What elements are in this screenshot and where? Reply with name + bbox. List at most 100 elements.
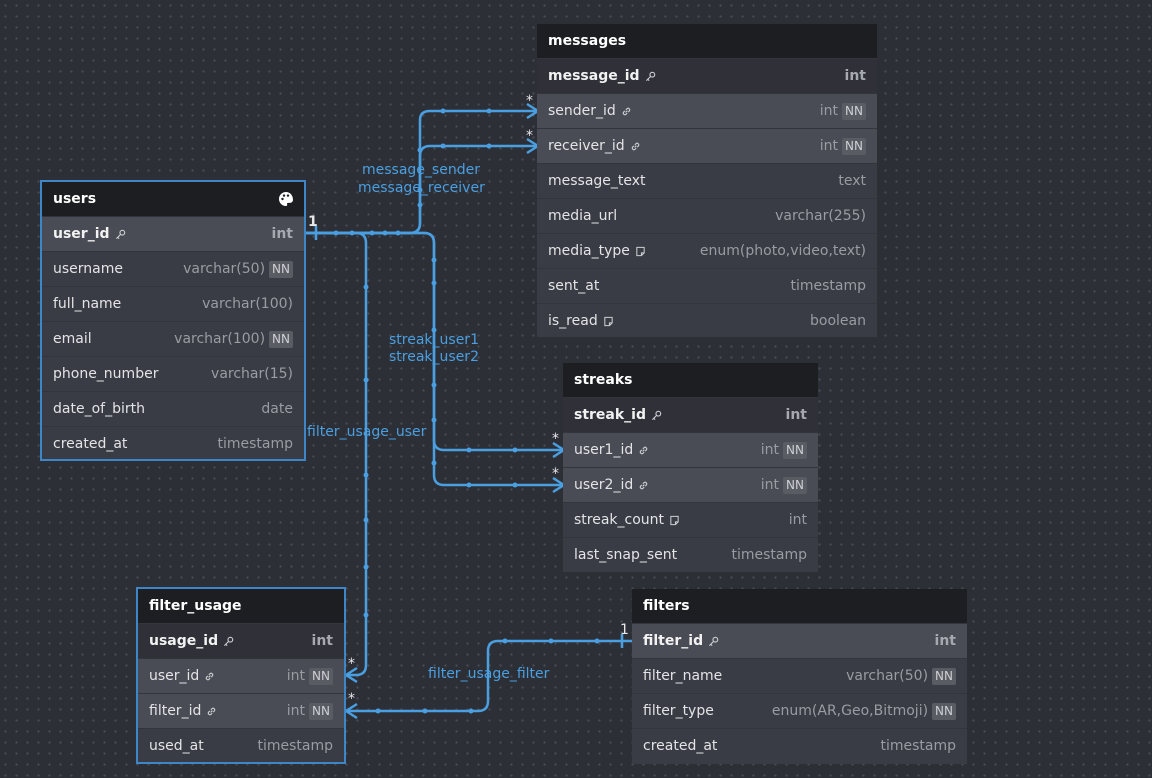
note-icon	[604, 316, 613, 326]
column-row-created_at[interactable]: created_at timestamp	[632, 728, 967, 763]
column-type: int	[286, 668, 306, 684]
table-title: streaks	[574, 372, 633, 388]
relation-label-streak-user2[interactable]: streak_user2	[389, 349, 479, 365]
column-row-user_id[interactable]: user_id int	[42, 216, 304, 251]
column-row-streak_count[interactable]: streak_count int	[563, 502, 818, 537]
relation-label-filter-usage-filter[interactable]: filter_usage_filter	[428, 666, 550, 682]
column-name: receiver_id	[548, 138, 625, 154]
column-row-full_name[interactable]: full_name varchar(100)	[42, 286, 304, 321]
column-row-usage_id[interactable]: usage_id int	[138, 623, 344, 658]
column-name: media_url	[548, 208, 618, 224]
column-row-filter_id[interactable]: filter_id int	[632, 623, 967, 658]
column-name: user2_id	[574, 477, 634, 493]
column-name: media_type	[548, 243, 630, 259]
cardinality-many-receiver: *	[526, 128, 533, 144]
link-icon	[631, 142, 639, 150]
key-icon	[652, 410, 662, 420]
column-name: sender_id	[548, 103, 616, 119]
column-name: email	[53, 331, 92, 347]
column-type: timestamp	[731, 547, 807, 563]
relation-label-filter-usage-user[interactable]: filter_usage_user	[307, 424, 427, 440]
column-type: timestamp	[257, 738, 333, 754]
table-header-users[interactable]: users	[42, 182, 304, 216]
relation-label-message-receiver[interactable]: message_receiver	[358, 180, 485, 196]
table-title: filter_usage	[149, 598, 242, 614]
column-type: int	[788, 512, 807, 528]
link-icon	[639, 481, 648, 489]
column-name: sent_at	[548, 278, 600, 294]
not-null-badge: NN	[783, 441, 807, 459]
column-name: usage_id	[149, 633, 219, 649]
column-type: int	[785, 407, 807, 423]
column-name: message_id	[548, 68, 640, 84]
column-type: timestamp	[790, 278, 866, 294]
table-title: users	[53, 191, 97, 207]
column-type: int	[760, 442, 780, 458]
cardinality-many-fu-user: *	[348, 656, 355, 672]
table-header-messages[interactable]: messages	[537, 24, 877, 58]
column-name: streak_count	[574, 512, 665, 528]
column-name: full_name	[53, 296, 122, 312]
column-name: user_id	[53, 226, 110, 242]
table-header-streaks[interactable]: streaks	[563, 363, 818, 397]
column-name: filter_type	[643, 703, 714, 719]
column-type: varchar(100)	[202, 296, 293, 312]
column-type: timestamp	[880, 738, 956, 754]
key-icon	[224, 636, 234, 646]
column-type: int	[760, 477, 780, 493]
column-row-message_id[interactable]: message_id int	[537, 58, 877, 93]
column-type: int	[271, 226, 293, 242]
column-type: timestamp	[217, 436, 293, 452]
column-name: created_at	[643, 738, 718, 754]
cardinality-many-sender: *	[526, 93, 533, 109]
note-icon	[670, 515, 679, 525]
column-name: is_read	[548, 313, 598, 329]
link-icon	[639, 446, 648, 454]
key-icon	[645, 71, 655, 81]
table-header-filter-usage[interactable]: filter_usage	[138, 589, 344, 623]
column-row-media_type[interactable]: media_type enum(photo,video,text)	[537, 233, 877, 268]
column-row-streak_id[interactable]: streak_id int	[563, 397, 818, 432]
column-type: enum(AR,Geo,Bitmoji)	[771, 703, 929, 719]
column-type: enum(photo,video,text)	[699, 243, 866, 259]
column-type: boolean	[810, 313, 866, 329]
column-type: text	[838, 173, 866, 189]
relation-label-streak-user1[interactable]: streak_user1	[389, 332, 479, 348]
not-null-badge: NN	[842, 137, 866, 155]
column-name: message_text	[548, 173, 646, 189]
cardinality-one-users: 1	[308, 214, 318, 230]
table-header-filters[interactable]: filters	[632, 589, 967, 623]
cardinality-one-filters: 1	[620, 622, 629, 638]
column-type: varchar(50)	[183, 261, 266, 277]
palette-icon[interactable]	[278, 191, 294, 207]
column-row-sent_at[interactable]: sent_at timestamp	[537, 268, 877, 303]
key-icon	[115, 229, 125, 239]
relation-label-message-sender[interactable]: message_sender	[362, 162, 480, 178]
cardinality-many-user2: *	[552, 466, 559, 482]
column-row-is_read[interactable]: is_read boolean	[537, 303, 877, 338]
column-type: date	[261, 401, 293, 417]
column-type: varchar(100)	[174, 331, 266, 347]
column-row-message_text[interactable]: message_text text	[537, 163, 877, 198]
